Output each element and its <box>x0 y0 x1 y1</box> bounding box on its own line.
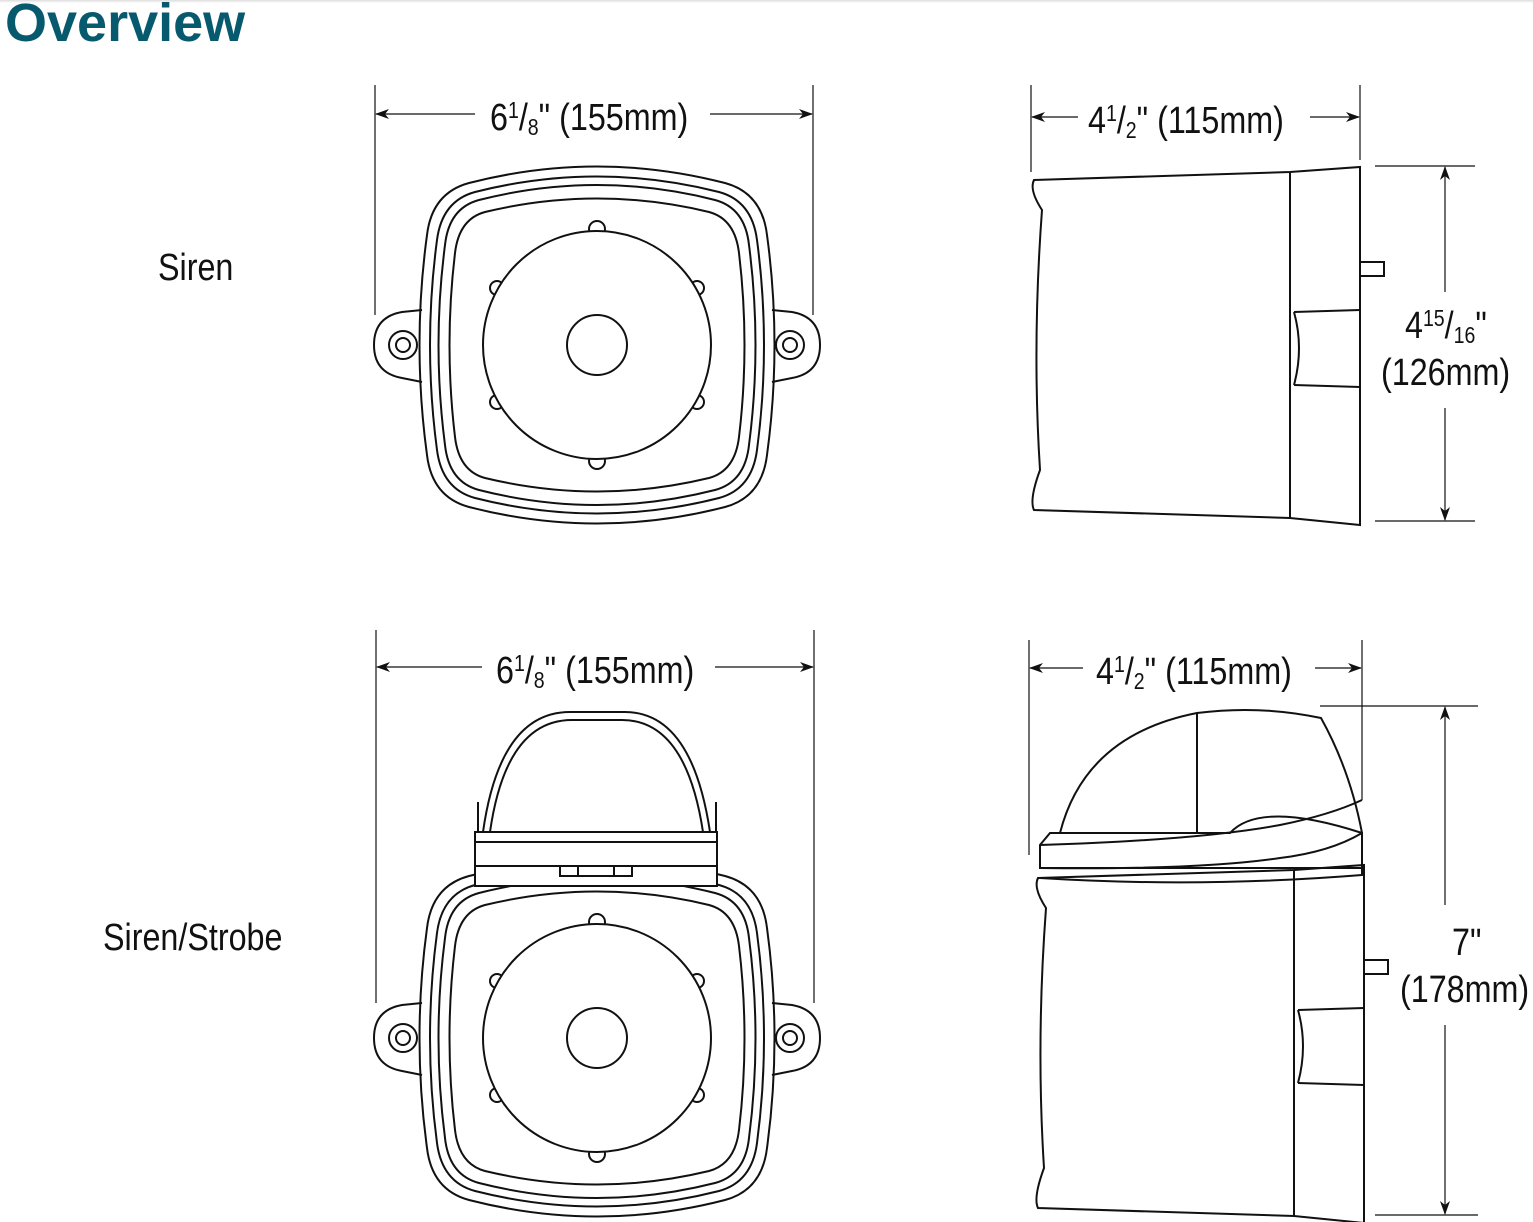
siren-front-view <box>373 165 821 525</box>
siren-side-view <box>1031 166 1385 526</box>
page-title: Overview <box>5 0 246 53</box>
height-dimension-metric: (126mm) <box>1381 352 1510 394</box>
siren-row: Siren 61/8" (155mm) 41/2" (115mm) 415/16… <box>158 85 1510 526</box>
height-dimension: 415/16" <box>1405 305 1487 349</box>
siren-strobe-side-view <box>1035 708 1389 1222</box>
siren-strobe-front-view <box>373 711 821 1218</box>
siren-strobe-row: Siren/Strobe 61/8" (155mm) 41/2" (115mm) <box>103 630 1529 1222</box>
row-label: Siren <box>158 247 233 289</box>
width-dimension: 61/8" (155mm) <box>490 97 688 141</box>
depth-dimension: 41/2" (115mm) <box>1096 651 1292 695</box>
row-label: Siren/Strobe <box>103 917 282 959</box>
height-dimension-metric: (178mm) <box>1400 969 1529 1011</box>
width-dimension: 61/8" (155mm) <box>496 650 694 694</box>
depth-dimension: 41/2" (115mm) <box>1088 100 1284 144</box>
top-border <box>0 0 1533 3</box>
height-dimension: 7" <box>1452 922 1481 964</box>
